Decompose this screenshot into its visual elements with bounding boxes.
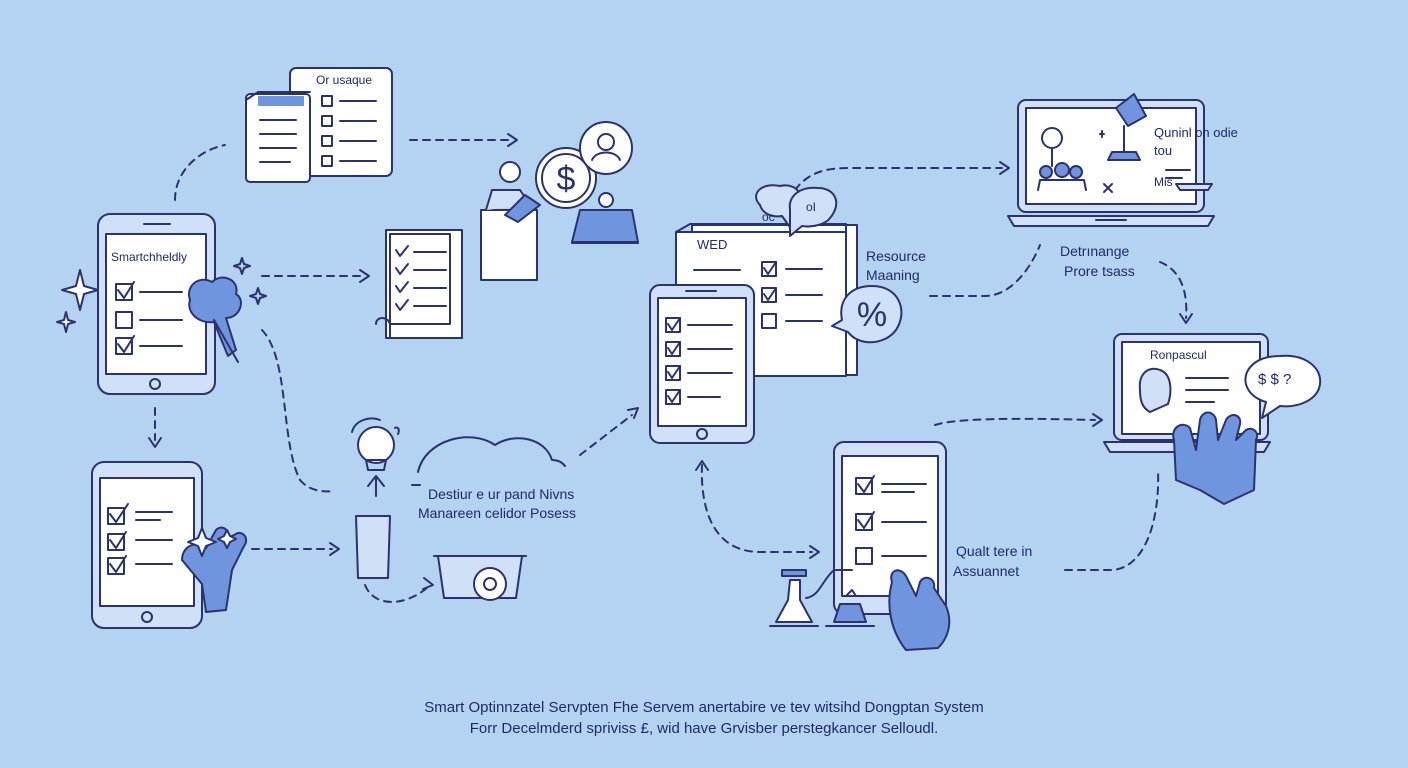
delivery-label-line2: Prore tsass — [1064, 263, 1135, 279]
connector-quality-to-right — [1064, 469, 1160, 571]
review-badge-2: oI — [806, 200, 817, 214]
center-device — [433, 555, 527, 601]
percent-icon: % — [857, 296, 887, 334]
center-cloud — [411, 436, 566, 486]
center-lightbulb — [351, 417, 400, 497]
connector-center-to-tablet — [579, 414, 633, 456]
checklist-scroll — [375, 229, 463, 339]
laptop-top-line3: Mis — [1154, 175, 1173, 189]
center-label-line2: Manareen celidor Posess — [418, 505, 576, 521]
resource-label-line1: Resource — [866, 248, 926, 264]
center-cup — [355, 515, 391, 579]
top-right-laptop — [1007, 93, 1215, 227]
connector-tablet-to-doc — [174, 144, 226, 201]
connector-wrench-curve — [261, 329, 336, 493]
quality-label-line2: Assuannet — [953, 563, 1020, 579]
bottom-left-tablet — [91, 461, 248, 629]
caption-line1: Smart Optinnzatel Servpten Fhe Servem an… — [424, 699, 984, 716]
connector-tablet-to-bottom — [700, 464, 813, 553]
connector-review-to-laptop — [794, 167, 1003, 191]
left-tablet-title: Smartchheldly — [111, 250, 188, 264]
delivery-label-line1: Detrınange — [1060, 243, 1130, 259]
dollar-icon: $ — [557, 160, 576, 198]
percent-bubble — [831, 285, 903, 344]
connector-bottom-to-laptop2 — [934, 417, 1096, 426]
left-tablet-checklist — [56, 213, 267, 395]
payment-bubble-text: $ $ ? — [1258, 371, 1292, 388]
laptop-top-line2: tou — [1154, 143, 1173, 158]
laptop-top-line1: Quninl on odie — [1154, 125, 1238, 140]
resource-label-line2: Maaning — [866, 267, 920, 283]
budget-icon-group — [480, 121, 639, 281]
connector-resource-to-delivery — [929, 244, 1041, 297]
caption-line2: Forr Decelmderd spriviss £, wid have Grv… — [469, 720, 939, 737]
top-doc-title: Or usaque — [316, 73, 373, 87]
right-laptop-payment — [1103, 333, 1322, 505]
review-badge-1: oc — [762, 210, 775, 224]
connector-cup-to-device — [364, 584, 431, 603]
bottom-tablet-quality — [833, 441, 951, 651]
center-label-line1: Destiur e ur pand Nivns — [428, 486, 575, 502]
connector-delivery-to-laptop2 — [1159, 261, 1188, 319]
arrowheads — [148, 133, 1193, 590]
flow-connectors — [154, 139, 1188, 603]
lab-flask-tools — [769, 569, 875, 627]
right-laptop-title: Ronpascul — [1150, 348, 1207, 362]
middle-tablet-checklist — [649, 284, 755, 444]
top-document-stack — [245, 67, 393, 183]
diagram-caption: Smart Optinnzatel Servpten Fhe Servem an… — [0, 697, 1408, 739]
quality-label-line1: Qualt tere in — [956, 543, 1033, 559]
review-doc-title: WED — [697, 237, 728, 252]
